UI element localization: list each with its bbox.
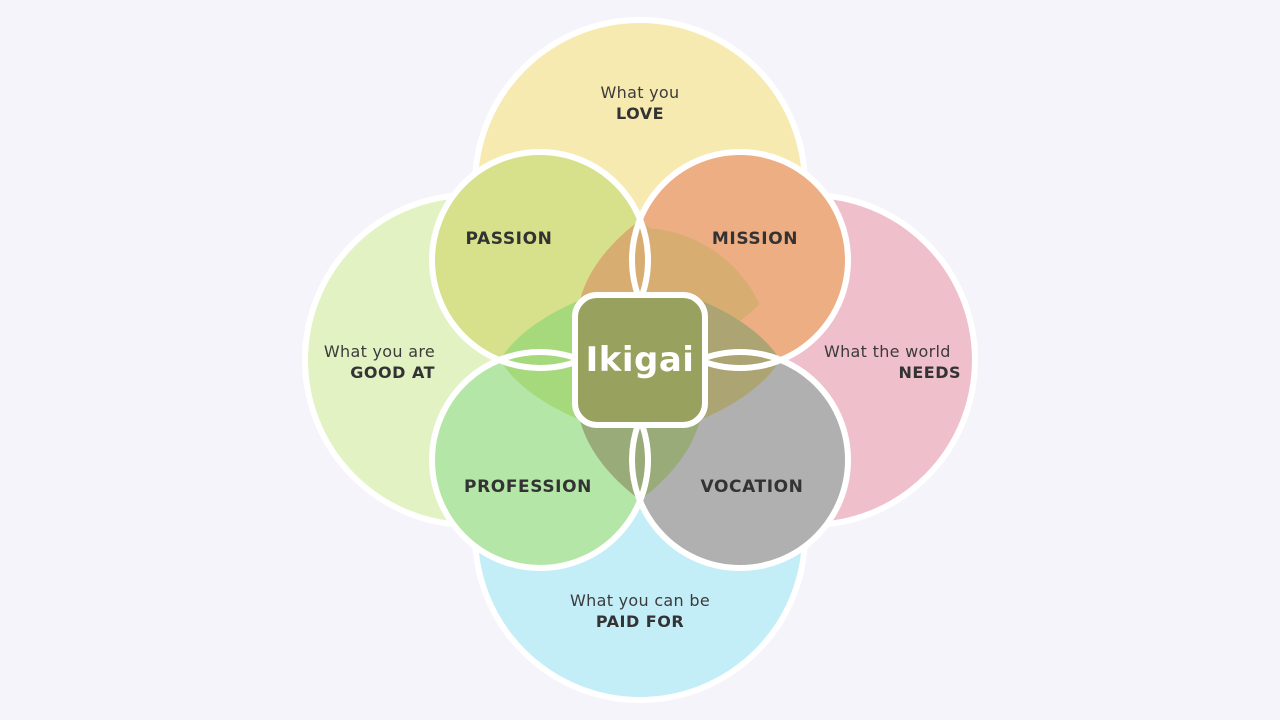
- profession-label: PROFESSION: [464, 477, 592, 497]
- ikigai-label: Ikigai: [586, 340, 695, 380]
- passion-label: PASSION: [466, 229, 553, 249]
- stroke-lines: [429, 149, 851, 571]
- ikigai-center: [572, 292, 708, 428]
- mission-label: MISSION: [712, 229, 798, 249]
- bottom-lens: [580, 420, 700, 500]
- love-label-line1: What you: [601, 83, 680, 102]
- needs-label-line2: NEEDS: [898, 363, 961, 382]
- good-at-label-line1: What you are: [324, 342, 435, 361]
- vocation-label: VOCATION: [700, 477, 803, 497]
- paid-for-label-line1: What you can be: [570, 591, 710, 610]
- right-lens: [700, 300, 780, 420]
- paid-for-label-line2: PAID FOR: [596, 612, 684, 631]
- needs-label-line1: What the world: [824, 342, 951, 361]
- good-at-label-line2: GOOD AT: [350, 363, 435, 382]
- love-label-line2: LOVE: [616, 104, 664, 123]
- left-lens: [500, 300, 580, 420]
- top-lens: [580, 220, 700, 300]
